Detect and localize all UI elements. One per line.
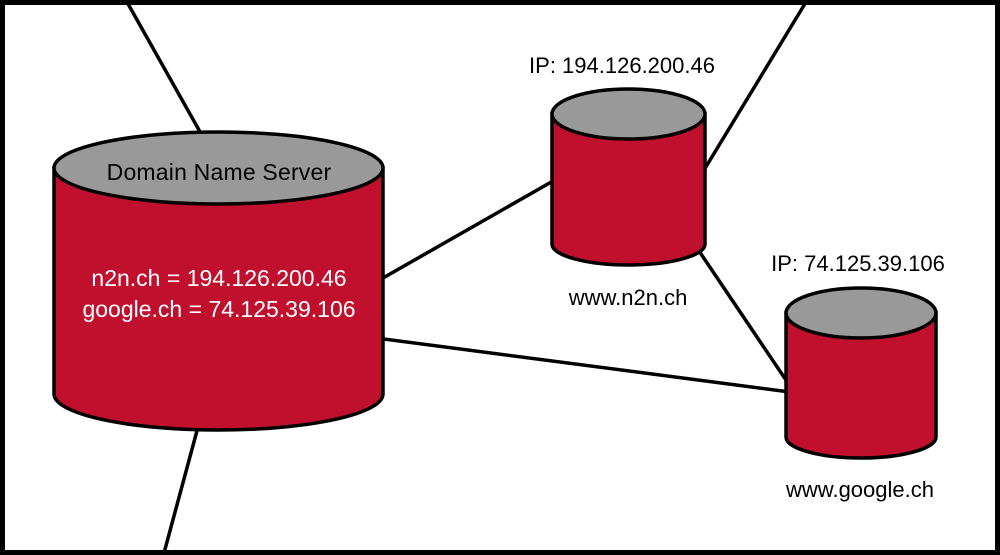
google-hostname-label: www.google.ch (786, 477, 934, 502)
link-dns-to-google (374, 336, 792, 394)
google-ip-label: IP: 74.125.39.106 (771, 251, 945, 276)
cylinder-dns[interactable] (52, 130, 385, 432)
link-dns-to-offscreen-bottomleft (162, 425, 200, 555)
dns-record-n2n: n2n.ch = 194.126.200.46 (91, 265, 347, 291)
cylinder-google-body (784, 311, 938, 460)
cylinder-dns-body (52, 166, 385, 432)
cylinder-google-top (784, 286, 938, 340)
dns-server-title: Domain Name Server (106, 159, 332, 185)
cylinder-n2n-body (550, 112, 707, 267)
cylinder-google[interactable] (784, 286, 938, 460)
dns-record-google: google.ch = 74.125.39.106 (82, 296, 356, 322)
cylinder-dns-top (52, 130, 385, 206)
link-n2n-to-google (695, 246, 792, 388)
cylinder-n2n[interactable] (550, 87, 707, 267)
n2n-hostname-label: www.n2n.ch (568, 285, 688, 310)
cylinder-n2n-top (550, 87, 707, 141)
link-offscreen-topleft-to-dns (125, 0, 201, 132)
link-dns-to-n2n (374, 179, 555, 284)
connector-lines (125, 0, 808, 555)
n2n-ip-label: IP: 194.126.200.46 (529, 53, 715, 78)
link-n2n-to-offscreen-topright (702, 0, 808, 172)
